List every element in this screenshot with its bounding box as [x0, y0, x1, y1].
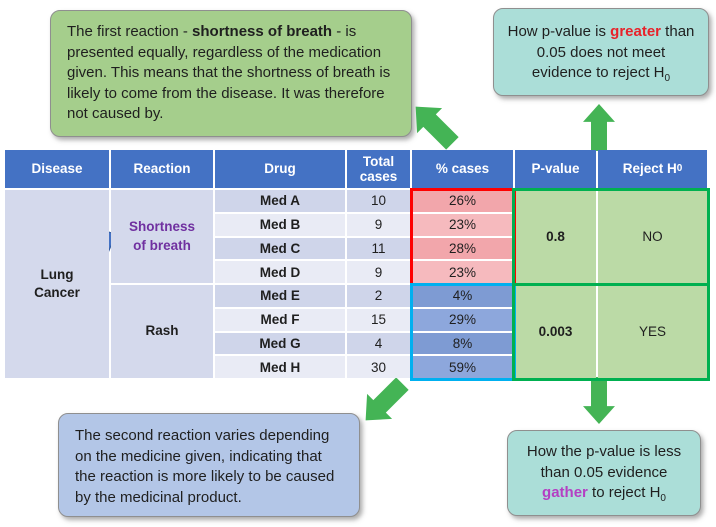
pct-cases-cell: 4% [412, 285, 513, 307]
callout-pvalue-less: How the p-value is less than 0.05 eviden… [507, 430, 701, 516]
callout-highlight-greater: greater [610, 23, 662, 40]
drug-cell: Med D [215, 261, 345, 283]
reactions-table: Disease Reaction Drug Total cases % case… [5, 150, 707, 378]
col-header-total-cases: Total cases [347, 150, 410, 188]
reject-h0-cell: NO [598, 190, 707, 283]
reject-h0-cell: YES [598, 285, 707, 378]
callout-text: to reject H [587, 484, 661, 502]
arrow-down-left-icon [365, 377, 409, 421]
total-cases-cell: 15 [347, 308, 410, 331]
callout-first-reaction: The first reaction - shortness of breath… [50, 10, 412, 137]
total-cases-cell: 11 [347, 237, 410, 260]
pct-cases-cell: 29% [412, 308, 513, 331]
total-cases-cell: 10 [347, 190, 410, 212]
total-cases-cell: 4 [347, 332, 410, 355]
total-cases-cell: 9 [347, 213, 410, 236]
pct-cases-cell: 23% [412, 213, 513, 236]
total-cases-cell: 9 [347, 261, 410, 283]
reaction-cell-rash: Rash [111, 285, 213, 378]
callout-text: How the p-value is less than 0.05 eviden… [526, 443, 682, 481]
arrow-up-icon [583, 104, 615, 151]
callout-second-reaction: The second reaction varies depending on … [58, 413, 360, 517]
callout-highlight-gather: gather [542, 484, 588, 502]
pct-cases-cell: 59% [412, 356, 513, 378]
drug-cell: Med A [215, 190, 345, 212]
drug-cell: Med G [215, 332, 345, 355]
callout-text: The second reaction varies depending on … [75, 427, 335, 506]
h0-subscript: 0 [660, 493, 666, 505]
pct-cases-cell: 28% [412, 237, 513, 260]
callout-text: How p-value is [507, 23, 611, 40]
arrow-up-left-icon [415, 106, 459, 150]
total-cases-cell: 30 [347, 356, 410, 378]
h0-subscript: 0 [676, 163, 683, 175]
col-header-reaction: Reaction [111, 150, 213, 188]
callout-text: The first reaction - [67, 23, 193, 40]
arrow-down-icon [583, 377, 615, 424]
reaction-cell-shortness-of-breath: Shortness of breath [111, 190, 213, 283]
p-value-cell: 0.8 [515, 190, 596, 283]
callout-pvalue-greater: How p-value is greater than 0.05 does no… [493, 8, 709, 96]
pct-cases-cell: 23% [412, 261, 513, 283]
callout-text: - is presented equally, regardless of th… [67, 23, 391, 123]
drug-cell: Med H [215, 356, 345, 378]
callout-bold-text: shortness of breath [192, 23, 333, 40]
callout-text: than 0.05 does not meet evidence to reje… [531, 23, 695, 82]
pct-cases-cell: 8% [412, 332, 513, 355]
disease-cell: Lung Cancer [5, 190, 109, 378]
col-header-drug: Drug [215, 150, 345, 188]
h0-subscript: 0 [664, 73, 671, 85]
header-label: Reject H [622, 161, 677, 177]
drug-cell: Med B [215, 213, 345, 236]
p-value-cell: 0.003 [515, 285, 596, 378]
pct-cases-cell: 26% [412, 190, 513, 212]
total-cases-cell: 2 [347, 285, 410, 307]
drug-cell: Med C [215, 237, 345, 260]
col-header-disease: Disease [5, 150, 109, 188]
col-header-pct-cases: % cases [412, 150, 513, 188]
drug-cell: Med F [215, 308, 345, 331]
drug-cell: Med E [215, 285, 345, 307]
col-header-p-value: P-value [515, 150, 596, 188]
